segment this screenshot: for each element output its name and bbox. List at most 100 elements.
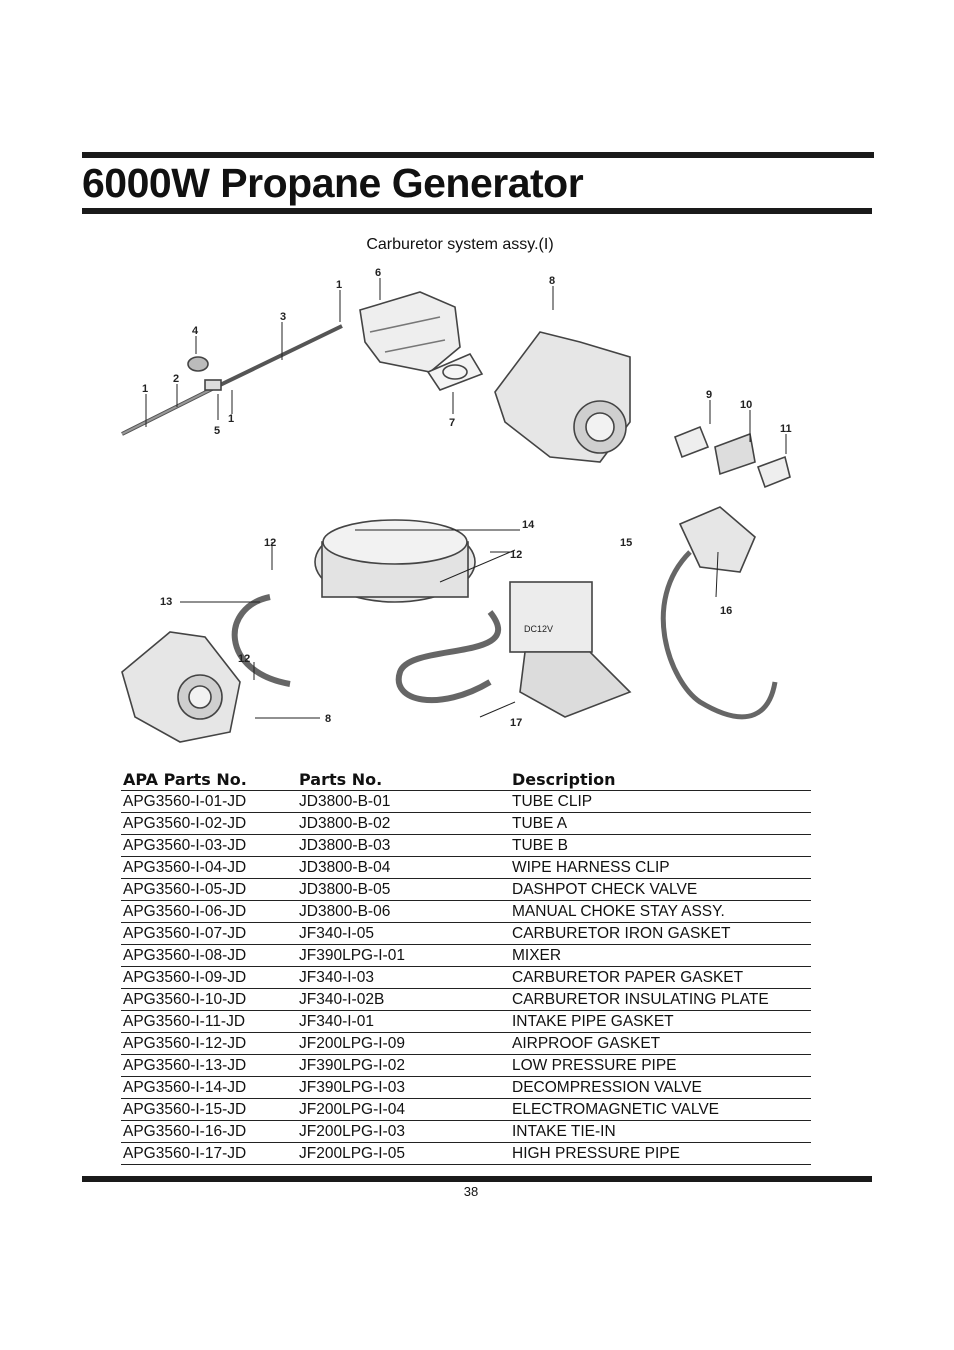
cell-parts-no: JF390LPG-I-01 xyxy=(297,944,510,967)
cell-description: CARBURETOR INSULATING PLATE xyxy=(510,988,811,1011)
intake-tie-in-shape xyxy=(678,506,756,573)
cell-description: TUBE B xyxy=(510,834,811,857)
low-pressure-pipe-shape xyxy=(231,594,291,687)
cell-apa-parts-no: APG3560-I-09-JD xyxy=(121,966,297,989)
header-apa-parts-no: APA Parts No. xyxy=(121,768,297,791)
cell-description: INTAKE PIPE GASKET xyxy=(510,1010,811,1033)
callout-4: 4 xyxy=(192,325,199,337)
cell-description: INTAKE TIE-IN xyxy=(510,1120,811,1143)
cell-description: TUBE CLIP xyxy=(510,790,811,813)
intake-tie-in-hose xyxy=(660,550,778,720)
cell-parts-no: JF340-I-01 xyxy=(297,1010,510,1033)
callout-13: 13 xyxy=(160,596,172,608)
callout-9: 9 xyxy=(706,389,712,401)
callout-8b: 8 xyxy=(325,713,331,725)
cell-apa-parts-no: APG3560-I-04-JD xyxy=(121,856,297,879)
cell-description: WIPE HARNESS CLIP xyxy=(510,856,811,879)
header-top-rule xyxy=(82,152,874,158)
exploded-parts-diagram: DC12V 1 2 3 4 5 1 1 6 7 8 9 10 11 12 13 … xyxy=(121,267,792,743)
callout-2: 2 xyxy=(173,373,179,385)
header-description: Description xyxy=(510,768,811,791)
cell-description: HIGH PRESSURE PIPE xyxy=(510,1142,811,1165)
cell-description: ELECTROMAGNETIC VALVE xyxy=(510,1098,811,1121)
header-parts-no: Parts No. xyxy=(297,768,510,791)
intake-gasket-shape xyxy=(756,455,791,489)
cell-parts-no: JF200LPG-I-04 xyxy=(297,1098,510,1121)
cell-parts-no: JF340-I-05 xyxy=(297,922,510,945)
cell-description: LOW PRESSURE PIPE xyxy=(510,1054,811,1077)
cell-apa-parts-no: APG3560-I-17-JD xyxy=(121,1142,297,1165)
page-number: 38 xyxy=(463,1184,479,1199)
page-title: 6000W Propane Generator xyxy=(82,160,584,206)
cell-description: DECOMPRESSION VALVE xyxy=(510,1076,811,1099)
harness-clip-shape xyxy=(187,356,209,372)
cell-apa-parts-no: APG3560-I-15-JD xyxy=(121,1098,297,1121)
header-bottom-rule xyxy=(82,208,872,214)
callout-3: 3 xyxy=(280,311,286,323)
callout-12c: 12 xyxy=(238,653,250,665)
callout-11: 11 xyxy=(780,423,792,435)
parts-table: APA Parts No. Parts No. Description APG3… xyxy=(121,768,811,1165)
cell-parts-no: JF390LPG-I-03 xyxy=(297,1076,510,1099)
cell-parts-no: JF200LPG-I-09 xyxy=(297,1032,510,1055)
cell-parts-no: JD3800-B-06 xyxy=(297,900,510,923)
cell-description: CARBURETOR IRON GASKET xyxy=(510,922,811,945)
tube-b-shape xyxy=(121,385,219,435)
valve-label: DC12V xyxy=(524,624,553,634)
footer-rule xyxy=(82,1176,872,1182)
cell-parts-no: JF340-I-03 xyxy=(297,966,510,989)
cell-apa-parts-no: APG3560-I-01-JD xyxy=(121,790,297,813)
callout-1c: 1 xyxy=(336,279,342,291)
tube-clip-shape xyxy=(204,379,222,391)
cell-apa-parts-no: APG3560-I-06-JD xyxy=(121,900,297,923)
cell-description: TUBE A xyxy=(510,812,811,835)
cell-parts-no: JF200LPG-I-03 xyxy=(297,1120,510,1143)
cell-apa-parts-no: APG3560-I-03-JD xyxy=(121,834,297,857)
callout-10: 10 xyxy=(740,399,752,411)
cell-description: DASHPOT CHECK VALVE xyxy=(510,878,811,901)
iron-gasket-shape xyxy=(426,352,484,391)
cell-apa-parts-no: APG3560-I-16-JD xyxy=(121,1120,297,1143)
high-pressure-pipe-shape xyxy=(395,610,502,704)
cell-apa-parts-no: APG3560-I-05-JD xyxy=(121,878,297,901)
insulating-plate-shape xyxy=(714,432,756,476)
cell-parts-no: JD3800-B-02 xyxy=(297,812,510,835)
paper-gasket-shape xyxy=(673,425,710,459)
table-header-row: APA Parts No. Parts No. Description xyxy=(121,768,811,791)
callout-16: 16 xyxy=(720,605,732,617)
cell-apa-parts-no: APG3560-I-11-JD xyxy=(121,1010,297,1033)
cell-parts-no: JF200LPG-I-05 xyxy=(297,1142,510,1165)
cell-apa-parts-no: APG3560-I-02-JD xyxy=(121,812,297,835)
callout-15: 15 xyxy=(620,537,632,549)
callout-12b: 12 xyxy=(510,549,522,561)
cell-parts-no: JD3800-B-01 xyxy=(297,790,510,813)
electromagnetic-valve-shape xyxy=(509,581,593,653)
cell-description: MANUAL CHOKE STAY ASSY. xyxy=(510,900,811,923)
cell-apa-parts-no: APG3560-I-12-JD xyxy=(121,1032,297,1055)
callout-8a: 8 xyxy=(549,275,555,287)
cell-description: MIXER xyxy=(510,944,811,967)
cell-apa-parts-no: APG3560-I-13-JD xyxy=(121,1054,297,1077)
callout-5: 5 xyxy=(214,425,220,437)
cell-parts-no: JD3800-B-03 xyxy=(297,834,510,857)
cell-apa-parts-no: APG3560-I-10-JD xyxy=(121,988,297,1011)
cell-parts-no: JD3800-B-04 xyxy=(297,856,510,879)
cell-apa-parts-no: APG3560-I-14-JD xyxy=(121,1076,297,1099)
callout-14: 14 xyxy=(522,519,535,531)
